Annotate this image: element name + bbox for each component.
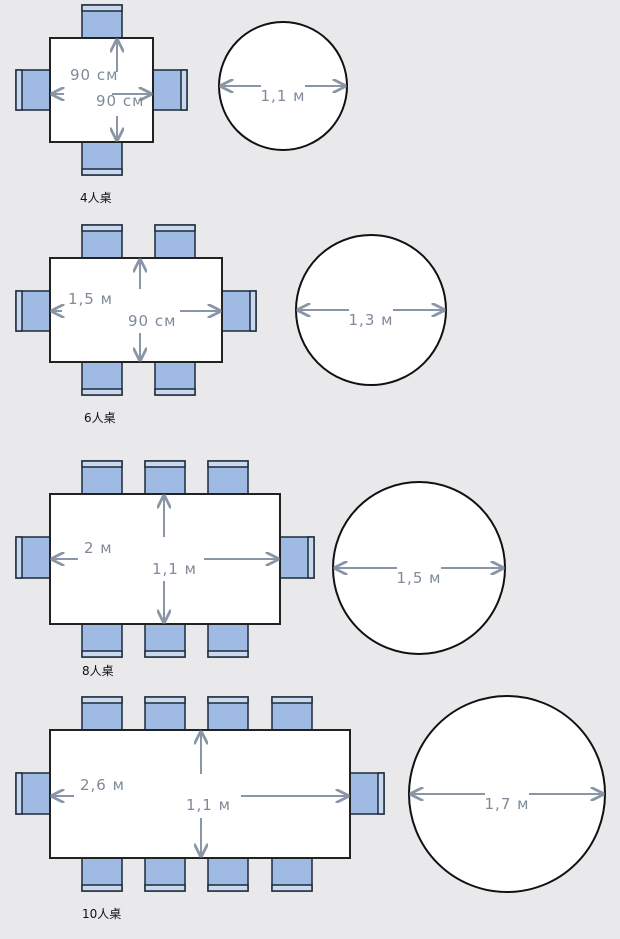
table-caption: 10人桌 xyxy=(82,907,121,921)
chair-bottom xyxy=(81,857,123,892)
diameter-label: 1,1 м xyxy=(261,87,306,105)
table-caption: 6人桌 xyxy=(84,411,116,425)
chair-bottom xyxy=(144,623,186,658)
chair-top xyxy=(207,696,249,731)
length-label: 2,6 м xyxy=(80,776,125,794)
round-table xyxy=(332,481,506,655)
chair-bottom xyxy=(207,857,249,892)
table-caption: 8人桌 xyxy=(82,664,114,678)
round-table xyxy=(218,21,348,151)
width-label: 1,1 м xyxy=(186,796,231,814)
chair-top xyxy=(207,460,249,495)
chair-top xyxy=(154,224,196,259)
table-group-4-seats: 90 см 90 см 1,1 м 4人桌 xyxy=(15,4,348,205)
diameter-label: 1,5 м xyxy=(397,569,442,587)
chair-right xyxy=(152,69,188,111)
width-label: 1,1 м xyxy=(152,560,197,578)
chair-left xyxy=(15,69,51,111)
chair-left xyxy=(15,772,51,815)
width-label: 90 см xyxy=(128,312,176,330)
chair-top xyxy=(81,460,123,495)
table-group-10-seats: 2,6 м 1,1 м 1,7 м 10人桌 xyxy=(15,695,606,921)
chair-bottom xyxy=(207,623,249,658)
chair-bottom xyxy=(154,361,196,396)
chair-bottom xyxy=(271,857,313,892)
chair-top xyxy=(271,696,313,731)
chair-left xyxy=(15,290,51,332)
chair-right xyxy=(221,290,257,332)
chair-right xyxy=(349,772,385,815)
table-group-8-seats: 2 м 1,1 м 1,5 м 8人桌 xyxy=(15,460,506,678)
table-caption: 4人桌 xyxy=(80,191,112,205)
round-table xyxy=(408,695,606,893)
chair-bottom xyxy=(144,857,186,892)
chair-bottom xyxy=(81,361,123,396)
chair-bottom xyxy=(81,141,123,176)
length-label: 1,5 м xyxy=(68,290,113,308)
chair-right xyxy=(279,536,315,579)
table-group-6-seats: 1,5 м 90 см 1,3 м 6人桌 xyxy=(15,224,447,425)
width-label: 90 см xyxy=(96,92,144,110)
chair-top xyxy=(81,4,123,39)
length-label: 90 см xyxy=(70,66,118,84)
chair-bottom xyxy=(81,623,123,658)
rectangular-table xyxy=(49,37,154,143)
diameter-label: 1,7 м xyxy=(485,795,530,813)
chair-top xyxy=(144,460,186,495)
diameter-label: 1,3 м xyxy=(349,311,394,329)
round-table xyxy=(295,234,447,386)
chair-left xyxy=(15,536,51,579)
chair-top xyxy=(144,696,186,731)
length-label: 2 м xyxy=(84,539,113,557)
chair-top xyxy=(81,696,123,731)
chair-top xyxy=(81,224,123,259)
